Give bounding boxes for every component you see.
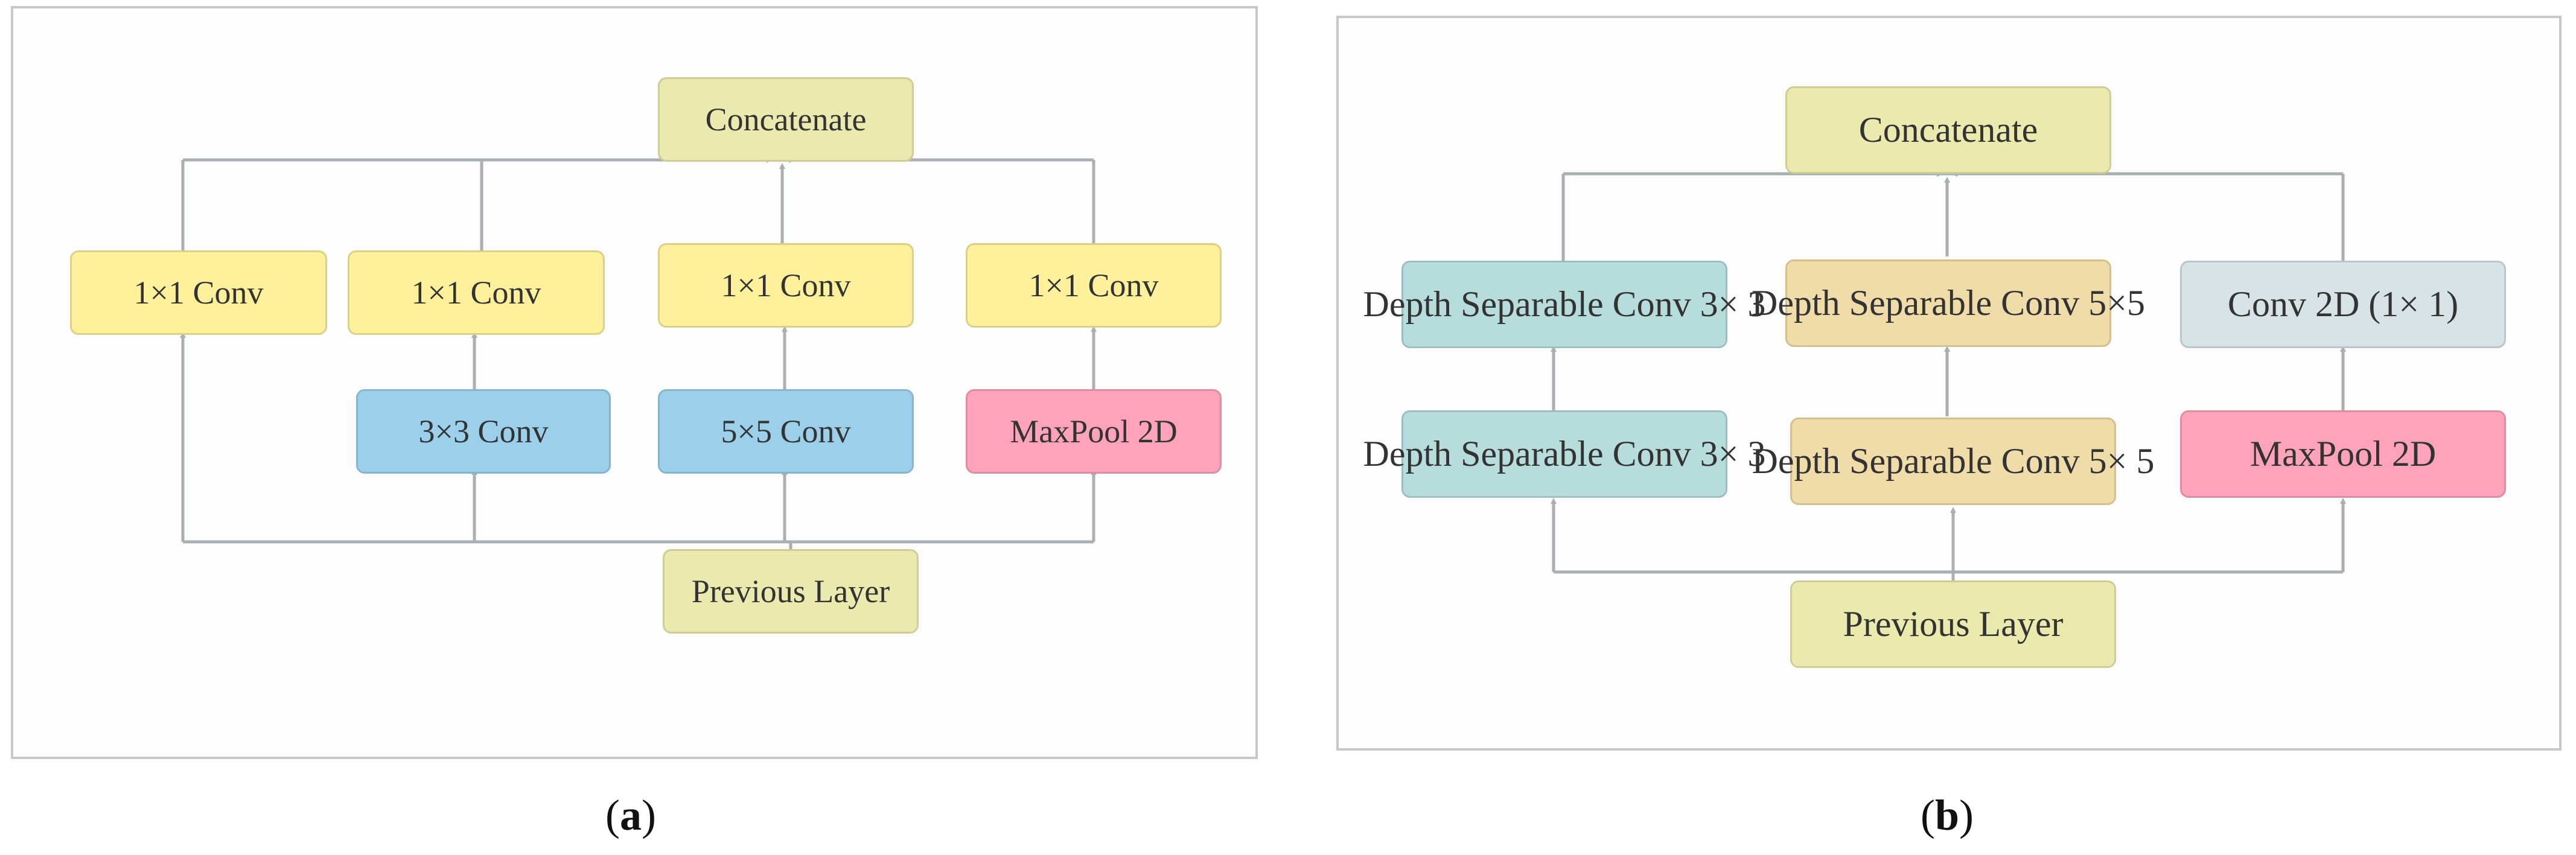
caption-b-open: ( — [1921, 791, 1935, 839]
b-conv2d-box: Conv 2D (1× 1) — [2180, 261, 2506, 348]
a-concatenate-box: Concatenate — [658, 77, 914, 162]
caption-b: (b) — [1921, 790, 1974, 841]
a-conv3x3-box: 3×3 Conv — [356, 389, 611, 474]
b-concatenate-box: Concatenate — [1785, 86, 2111, 174]
caption-b-close: ) — [1959, 791, 1974, 839]
caption-a-close: ) — [641, 791, 656, 839]
a-previous-layer-box: Previous Layer — [663, 549, 919, 634]
caption-a: (a) — [605, 790, 656, 841]
b-maxpool-box: MaxPool 2D — [2180, 410, 2506, 498]
a-conv1x1-box-2: 1×1 Conv — [348, 250, 605, 335]
caption-a-letter: a — [619, 791, 642, 839]
a-conv1x1-box-4: 1×1 Conv — [966, 243, 1222, 328]
caption-b-letter: b — [1934, 791, 1960, 839]
a-conv1x1-box-3: 1×1 Conv — [658, 243, 914, 328]
a-maxpool-box: MaxPool 2D — [966, 389, 1222, 474]
a-conv1x1-box-1: 1×1 Conv — [70, 250, 327, 335]
caption-a-open: ( — [605, 791, 620, 839]
panel-a-frame — [11, 6, 1258, 759]
a-conv5x5-box: 5×5 Conv — [658, 389, 914, 474]
b-depthsep5-bottom-box: Depth Separable Conv 5× 5 — [1752, 418, 2155, 505]
b-depthsep3-bottom-box: Depth Separable Conv 3× 3 — [1363, 410, 1766, 498]
b-depthsep3-top-box: Depth Separable Conv 3× 3 — [1363, 261, 1766, 348]
b-depthsep5-top-box: Depth Separable Conv 5×5 — [1752, 259, 2145, 347]
b-previous-layer-box: Previous Layer — [1790, 580, 2116, 668]
